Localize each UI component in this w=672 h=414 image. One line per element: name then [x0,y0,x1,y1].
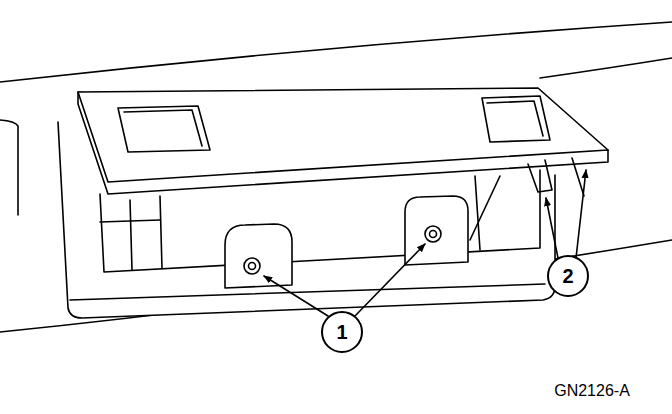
mounting-ear [225,224,292,288]
callout-circle [322,312,362,352]
callout-number: 1 [336,322,347,342]
panel-edge [540,58,672,78]
leader-arrow [355,244,425,316]
tray-rib [470,176,500,240]
leader-arrow [576,170,586,258]
figure-code: GN2126-A [554,383,630,399]
panel-edge [0,22,672,82]
screw-hole [430,231,437,238]
leader-arrow [264,276,328,316]
panel-edge [0,120,18,215]
tray-rib [475,176,480,250]
screw [244,258,260,274]
tray-opening-depth [124,110,202,146]
tray-rib [160,196,162,268]
leader-arrow [546,198,558,258]
tray-opening [118,106,210,152]
tray-top [78,88,608,182]
tray-opening [482,96,550,142]
callout-circle [548,256,588,296]
retaining-tab [572,158,584,196]
callout-number: 2 [562,266,573,286]
tray-opening-depth [487,101,543,136]
bezel-edge [70,284,545,300]
screw-hole [249,263,256,270]
tray-rib [130,200,132,270]
retaining-tab [528,160,552,192]
screw [425,226,441,242]
